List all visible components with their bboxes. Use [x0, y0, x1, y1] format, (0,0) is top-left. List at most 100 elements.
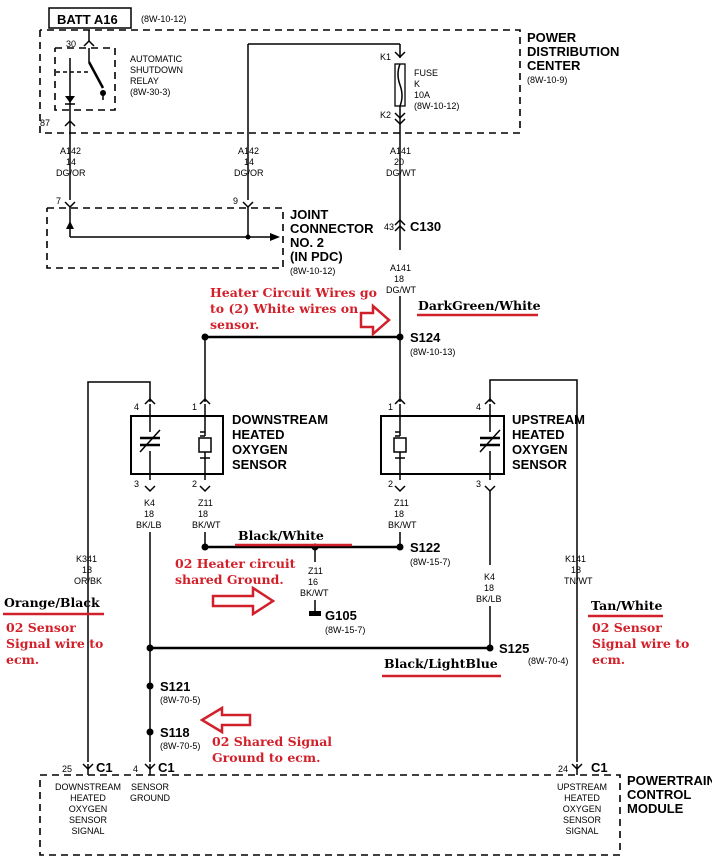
s122-label: S122 [410, 540, 440, 555]
batt-box [48, 7, 132, 29]
svg-text:A141: A141 [390, 263, 411, 273]
heater-element-icon [198, 426, 212, 459]
svg-text:SENSOR: SENSOR [563, 815, 602, 825]
pcm-c25-function: DOWNSTREAM HEATED OXYGEN SENSOR SIGNAL [55, 782, 121, 836]
svg-text:18: 18 [394, 274, 404, 284]
fuse-label-1: FUSE [414, 68, 438, 78]
note-o2-right-1: 02 Sensor [592, 620, 662, 635]
splice-dot [245, 234, 251, 240]
splice-dot [396, 543, 404, 551]
pcm-c24-pin: 24 [558, 764, 568, 774]
svg-text:DG/WT: DG/WT [386, 285, 416, 295]
batt-label: BATT A16 [57, 12, 118, 27]
jc-label-3: NO. 2 [290, 235, 324, 250]
pdc-ref: (8W-10-9) [527, 75, 567, 85]
note-o2-right-2: Signal wire to [592, 636, 689, 651]
us-label-4: SENSOR [512, 457, 568, 472]
pcm-c25-conn: C1 [96, 760, 113, 775]
svg-text:HEATED: HEATED [70, 793, 106, 803]
svg-text:16: 16 [308, 577, 318, 587]
svg-text:DOWNSTREAM: DOWNSTREAM [55, 782, 121, 792]
connector-icon [484, 485, 496, 493]
connector-icon [199, 485, 211, 493]
connector-icon [394, 218, 406, 226]
connector-icon [144, 485, 156, 493]
asd-label-2: SHUTDOWN [130, 65, 183, 75]
wire-label-a141-upper: A141 20 DG/WT [386, 146, 416, 178]
note-sharedsig-1: 02 Shared Signal [212, 734, 332, 749]
s122-ref: (8W-15-7) [410, 557, 450, 567]
pdc-title-2: DISTRIBUTION [527, 44, 619, 59]
pcm-c4-pin: 4 [133, 764, 138, 774]
wire-label-z11-ground: Z11 16 BK/WT [300, 566, 329, 598]
c130-label: C130 [410, 219, 441, 234]
diode-icon [65, 96, 75, 103]
note-shared-2: shared Ground. [175, 572, 284, 587]
connector-icon [83, 39, 95, 47]
svg-text:OR/BK: OR/BK [74, 576, 102, 586]
svg-text:Z11: Z11 [394, 498, 409, 508]
wire-label-k4-left: K4 18 BK/LB [136, 498, 162, 530]
ds-label-3: OXYGEN [232, 442, 288, 457]
annotation-arrow-right-icon [211, 585, 276, 617]
ds-pin-4: 4 [134, 402, 139, 412]
svg-text:Z11: Z11 [308, 566, 323, 576]
svg-text:BK/WT: BK/WT [300, 588, 329, 598]
svg-text:OXYGEN: OXYGEN [69, 804, 108, 814]
note-heater-3: sensor. [210, 317, 259, 332]
ds-pin-1: 1 [192, 402, 197, 412]
s118-label: S118 [160, 725, 190, 740]
jc-pin-7: 7 [56, 196, 61, 206]
jc-pin-9: 9 [233, 196, 238, 206]
pdc-box [39, 29, 521, 134]
pcm-label-2: CONTROL [627, 787, 691, 802]
wire [489, 379, 578, 762]
svg-text:BK/LB: BK/LB [136, 520, 162, 530]
pcm-box [39, 774, 621, 856]
svg-text:UPSTREAM: UPSTREAM [557, 782, 607, 792]
note-o2-right-3: ecm. [592, 652, 625, 667]
connector-icon [484, 397, 496, 405]
svg-text:OXYGEN: OXYGEN [563, 804, 602, 814]
svg-text:18: 18 [484, 583, 494, 593]
jc-label-1: JOINT [290, 207, 328, 222]
relay-switch-icon [87, 61, 105, 89]
svg-text:K341: K341 [76, 554, 97, 564]
wire-label-a142-left: A142 14 DG/OR [56, 146, 86, 178]
note-sharedsig-2: Ground to ecm. [212, 750, 320, 765]
wire-label-k141: K141 18 TN/WT [564, 554, 593, 586]
note-o2-left-2: Signal wire to [6, 636, 103, 651]
heater-element-icon [393, 426, 407, 459]
sensor-element-icon [139, 429, 161, 453]
svg-text:K4: K4 [484, 572, 495, 582]
asd-relay-box [54, 47, 116, 111]
svg-text:DG/OR: DG/OR [234, 168, 264, 178]
splice-dot [146, 728, 154, 736]
svg-text:BK/WT: BK/WT [388, 520, 417, 530]
wire-label-a142-right: A142 14 DG/OR [234, 146, 264, 178]
us-pin-2: 2 [388, 479, 393, 489]
svg-text:14: 14 [244, 157, 254, 167]
us-pin-1: 1 [388, 402, 393, 412]
wire-label-z11-left: Z11 18 BK/WT [192, 498, 221, 530]
ds-pin-2: 2 [192, 479, 197, 489]
svg-text:18: 18 [198, 509, 208, 519]
s125-label: S125 [499, 641, 529, 656]
fuse-k2: K2 [380, 110, 391, 120]
note-orange-black: Orange/Black [4, 595, 100, 610]
svg-text:BK/LB: BK/LB [476, 594, 502, 604]
s124-ref: (8W-10-13) [410, 347, 455, 357]
fuse-element-icon [397, 63, 403, 107]
s121-ref: (8W-70-5) [160, 695, 200, 705]
pdc-title-3: CENTER [527, 58, 581, 73]
us-label-3: OXYGEN [512, 442, 568, 457]
connector-icon [394, 485, 406, 493]
note-shared-1: 02 Heater circuit [175, 556, 296, 571]
fuse-ref: (8W-10-12) [414, 101, 459, 111]
connector-icon [144, 397, 156, 405]
arrow-up-icon [66, 221, 74, 229]
us-pin-4: 4 [476, 402, 481, 412]
us-label-2: HEATED [512, 427, 564, 442]
s121-label: S121 [160, 679, 190, 694]
